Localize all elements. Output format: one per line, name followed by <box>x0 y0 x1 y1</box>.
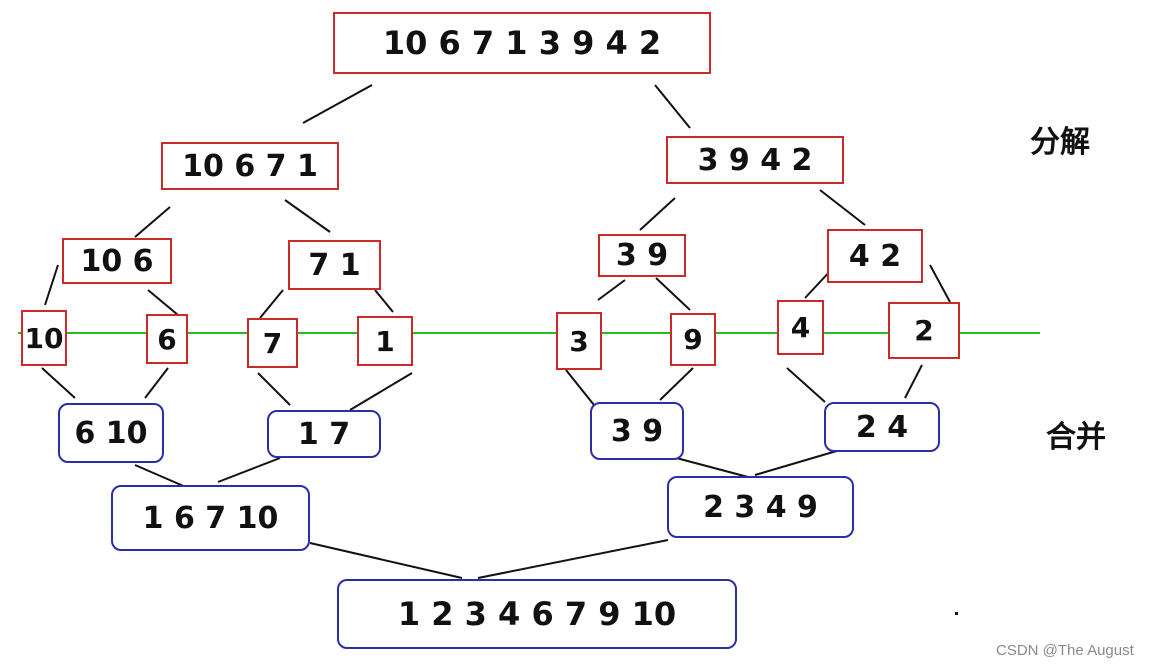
connector <box>302 84 373 124</box>
split-box-right: 3 9 4 2 <box>666 136 844 184</box>
connector <box>597 279 626 301</box>
merge-box-l1-2: 3 9 <box>590 402 684 460</box>
connector <box>259 289 284 319</box>
connector <box>659 367 694 401</box>
split-label: 分解 <box>1030 125 1090 160</box>
connector <box>44 264 59 306</box>
merge-box-l2-0: 1 6 7 10 <box>111 485 310 551</box>
connector <box>654 84 691 129</box>
split-box-l2-2: 3 9 <box>598 234 686 277</box>
connector <box>134 206 171 238</box>
connector <box>217 457 281 483</box>
connector <box>819 189 866 226</box>
split-box-root: 10 6 7 1 3 9 4 2 <box>333 12 711 74</box>
split-box-left: 10 6 7 1 <box>161 142 339 190</box>
connector <box>144 367 169 399</box>
split-box-l3-3: 1 <box>357 316 413 366</box>
connector <box>349 372 413 411</box>
merge-box-l2-1: 2 3 4 9 <box>667 476 854 538</box>
connector <box>754 449 841 476</box>
connector <box>257 372 291 406</box>
merge-box-root: 1 2 3 4 6 7 9 10 <box>337 579 737 649</box>
watermark: CSDN @The August <box>996 642 1134 659</box>
connector <box>904 364 923 399</box>
connector <box>309 542 463 579</box>
connector <box>134 464 189 489</box>
split-box-l3-4: 3 <box>556 312 602 370</box>
connector <box>284 199 331 233</box>
connector <box>41 367 76 399</box>
connector <box>655 277 691 311</box>
connector <box>374 289 394 313</box>
split-box-l3-6: 4 <box>777 300 824 355</box>
split-box-l3-2: 7 <box>247 318 298 368</box>
merge-box-l1-3: 2 4 <box>824 402 940 452</box>
split-box-l3-7: 2 <box>888 302 960 359</box>
stray-dot <box>955 612 958 615</box>
connector <box>147 289 179 316</box>
split-box-l2-1: 7 1 <box>288 240 381 290</box>
split-box-l3-1: 6 <box>146 314 188 364</box>
split-box-l2-3: 4 2 <box>827 229 923 283</box>
split-box-l2-0: 10 6 <box>62 238 172 284</box>
merge-box-l1-0: 6 10 <box>58 403 164 463</box>
connector <box>477 539 669 579</box>
connector <box>786 367 826 403</box>
connector <box>639 197 676 231</box>
merge-label: 合并 <box>1046 420 1106 455</box>
connector <box>929 264 951 303</box>
merge-box-l1-1: 1 7 <box>267 410 381 458</box>
split-box-l3-0: 10 <box>21 310 67 366</box>
split-box-l3-5: 9 <box>670 313 716 366</box>
